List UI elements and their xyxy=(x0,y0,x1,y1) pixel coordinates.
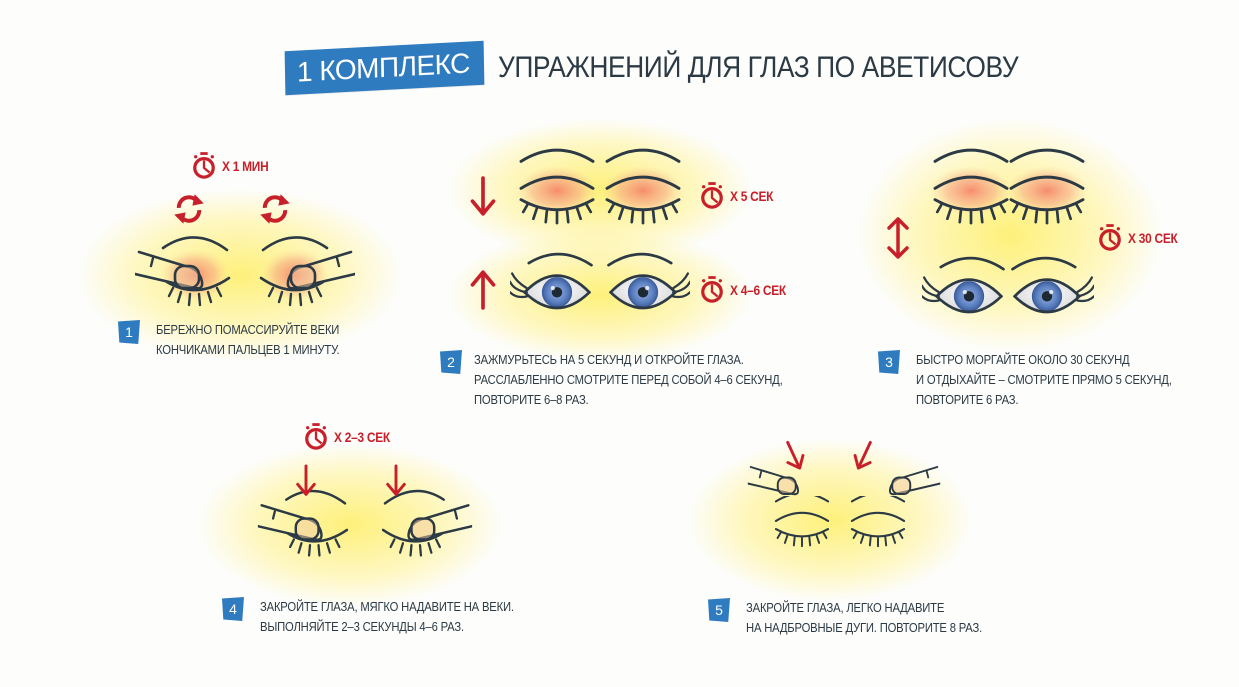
arrow-up-down-icon xyxy=(887,217,909,259)
arrow-down-icon xyxy=(386,463,406,499)
title-text: УПРАЖНЕНИЙ ДЛЯ ГЛАЗ ПО АВЕТИСОВУ xyxy=(497,51,1019,84)
timer-label: Х 2–3 СЕК xyxy=(304,423,400,451)
exercise-3: Х 30 СЕК 3 БЫСТРО МОРГАЙТЕ ОКОЛО 30 СЕКУ… xyxy=(860,120,1230,420)
step-number-badge: 1 xyxy=(118,320,140,344)
open-eye-right xyxy=(1000,252,1094,326)
closed-eye-massage-left xyxy=(135,236,231,307)
step-description: БЕРЕЖНО ПОМАССИРУЙТЕ ВЕКИ КОНЧИКАМИ ПАЛЬ… xyxy=(156,323,340,357)
timer-label: Х 5 СЕК xyxy=(700,182,781,210)
page-title: 1 КОМПЛЕКС УПРАЖНЕНИЙ ДЛЯ ГЛАЗ ПО АВЕТИС… xyxy=(284,38,1089,98)
step-description: ЗАКРОЙТЕ ГЛАЗА, МЯГКО НАДАВИТЕ НА ВЕКИ. … xyxy=(260,600,514,634)
step-description: ЗАКРОЙТЕ ГЛАЗА, ЛЕГКО НАДАВИТЕ НА НАДБРО… xyxy=(746,601,983,635)
closed-eye-right xyxy=(840,496,916,560)
closed-eye-left xyxy=(764,496,840,560)
step-number-badge: 4 xyxy=(222,597,244,621)
rotate-arrows-icon xyxy=(258,192,292,226)
closed-eye-left xyxy=(516,140,598,230)
exercise-5: 5 ЗАКРОЙТЕ ГЛАЗА, ЛЕГКО НАДАВИТЕ НА НАДБ… xyxy=(690,430,1010,650)
closed-eye-right xyxy=(1006,140,1088,230)
closed-eye-press-left xyxy=(257,489,349,557)
step-number-badge: 3 xyxy=(878,350,900,374)
closed-eye-left xyxy=(930,140,1012,230)
step-description: БЫСТРО МОРГАЙТЕ ОКОЛО 30 СЕКУНД И ОТДЫХА… xyxy=(916,353,1172,407)
stopwatch-icon xyxy=(1098,224,1122,252)
closed-eye-right xyxy=(602,140,684,230)
exercise-2: Х 5 СЕК Х 4–6 СЕК 2 ЗАЖМУРЬТЕСЬ НА 5 СЕК… xyxy=(430,120,830,420)
stopwatch-icon xyxy=(700,182,724,210)
stopwatch-icon xyxy=(192,152,216,180)
open-eye-right xyxy=(596,248,690,322)
timer-label: Х 1 МИН xyxy=(192,152,277,180)
closed-eye-massage-right xyxy=(259,236,355,307)
step-description: ЗАЖМУРЬТЕСЬ НА 5 СЕКУНД И ОТКРОЙТЕ ГЛАЗА… xyxy=(474,353,783,407)
closed-eye-press-right xyxy=(381,489,473,557)
open-eye-left xyxy=(510,248,604,322)
exercise-1: Х 1 МИН 1 БЕРЕЖНО ПОМАССИРУЙТЕ ВЕКИ КОНЧ… xyxy=(80,140,400,380)
step-number-badge: 5 xyxy=(708,598,730,622)
arrow-down-icon xyxy=(470,176,496,218)
exercise-4: Х 2–3 СЕК 4 ЗАКРОЙТЕ ГЛАЗА, МЯГКО НАДАВИ… xyxy=(200,415,520,645)
timer-label: Х 4–6 СЕК xyxy=(700,276,796,304)
timer-label: Х 30 СЕК xyxy=(1098,224,1186,252)
stopwatch-icon xyxy=(700,276,724,304)
title-badge: 1 КОМПЛЕКС xyxy=(284,40,485,96)
arrow-down-icon xyxy=(296,463,316,499)
arrow-up-icon xyxy=(470,268,496,310)
rotate-arrows-icon xyxy=(172,192,206,226)
step-number-badge: 2 xyxy=(440,350,462,374)
stopwatch-icon xyxy=(304,423,328,451)
